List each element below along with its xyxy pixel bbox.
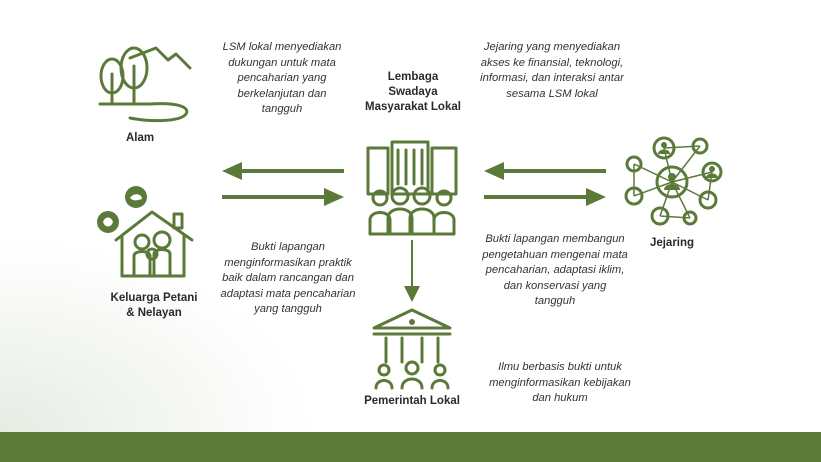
node-label-keluarga: Keluarga Petani & Nelayan xyxy=(110,292,198,319)
node-label-alam: Alam xyxy=(125,132,155,144)
family-house-icon xyxy=(97,186,194,278)
network-icon xyxy=(624,136,723,226)
node-label-jejaring: Jejaring xyxy=(649,237,695,249)
note-lsm-to-alam: LSM lokal menyediakan dukungan untuk mat… xyxy=(222,41,342,115)
arrow-lsm-to-pemerintah xyxy=(404,240,420,302)
arrow-jejaring-to-lsm xyxy=(484,162,606,180)
arrow-lsm-to-jejaring xyxy=(484,188,606,206)
note-lsm-to-pemerintah: Ilmu berbasis bukti untuk menginformasik… xyxy=(489,361,631,404)
footer-bar xyxy=(0,432,821,462)
ngo-building-icon xyxy=(366,140,458,236)
nature-icon xyxy=(98,46,192,123)
note-keluarga-to-lsm: Bukti lapangan menginformasikan praktik … xyxy=(220,241,356,315)
node-label-pemerintah: Pemerintah Lokal xyxy=(364,395,460,407)
arrow-lsm-to-alam xyxy=(222,162,344,180)
note-lsm-to-jejaring: Bukti lapangan membangun pengetahuan men… xyxy=(482,233,628,307)
arrow-keluarga-to-lsm xyxy=(222,188,344,206)
node-label-lsm: Lembaga Swadaya Masyarakat Lokal xyxy=(365,71,461,113)
government-building-icon xyxy=(372,308,452,390)
note-jejaring-to-lsm: Jejaring yang menyediakan akses ke finan… xyxy=(480,41,624,100)
